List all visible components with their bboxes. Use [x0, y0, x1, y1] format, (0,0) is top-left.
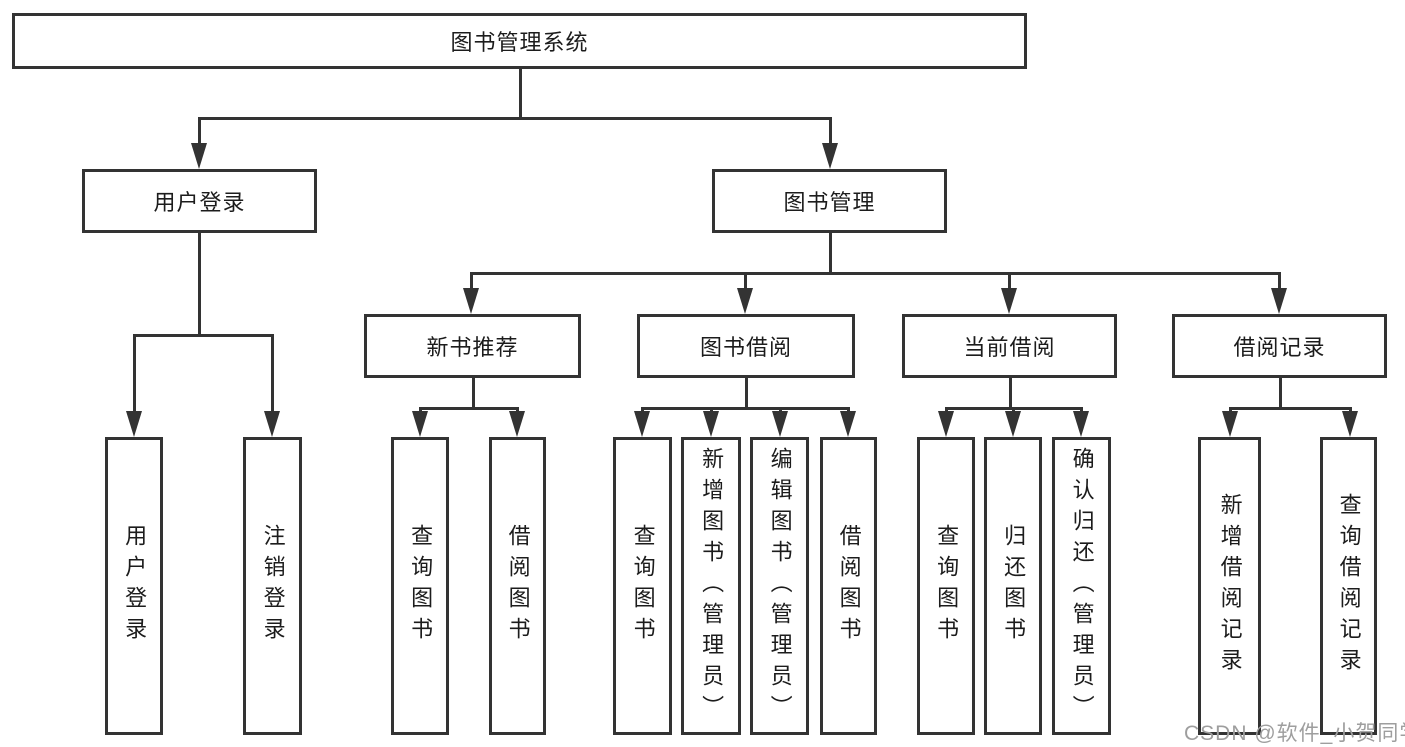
nbr-query-books-node: 查询图书: [391, 437, 449, 735]
connector-bar-line: [640, 406, 850, 410]
current-borrowing-label: 当前借阅: [963, 335, 1056, 360]
cb-return-books-label: 归还图书: [1001, 524, 1027, 648]
arrow-down-icon: [703, 411, 719, 437]
new-book-recommend-node: 新书推荐: [364, 314, 581, 378]
connector-drop-line: [828, 233, 832, 273]
br-query-records-label: 查询借阅记录: [1336, 493, 1362, 679]
bb-edit-books-label: 编辑图书（管理员）: [767, 446, 793, 726]
arrow-down-icon: [822, 143, 838, 169]
logout-action-node: 注销登录: [243, 437, 302, 735]
connector-arrow-stem: [828, 118, 832, 147]
arrow-down-icon: [509, 411, 525, 437]
cb-query-books-label: 查询图书: [934, 524, 960, 648]
connector-drop-line: [518, 69, 522, 118]
borrowing-records-node: 借阅记录: [1172, 314, 1387, 378]
cb-return-books-node: 归还图书: [984, 437, 1042, 735]
current-borrowing-node: 当前借阅: [902, 314, 1117, 378]
connector-bar-line: [132, 333, 274, 337]
nbr-query-books-label: 查询图书: [408, 524, 434, 648]
arrow-down-icon: [264, 411, 280, 437]
book-management-node: 图书管理: [712, 169, 947, 233]
root-node: 图书管理系统: [12, 13, 1027, 69]
connector-arrow-stem: [197, 118, 201, 147]
cb-confirm-return-node: 确认归还（管理员）: [1052, 437, 1111, 735]
connector-drop-line: [1278, 378, 1282, 408]
arrow-down-icon: [191, 143, 207, 169]
arrow-down-icon: [840, 411, 856, 437]
bb-borrow-books-label: 借阅图书: [836, 524, 862, 648]
bb-edit-books-node: 编辑图书（管理员）: [750, 437, 809, 735]
connector-arrow-stem: [132, 335, 136, 415]
br-query-records-node: 查询借阅记录: [1320, 437, 1377, 735]
arrow-down-icon: [938, 411, 954, 437]
user-login-node: 用户登录: [82, 169, 317, 233]
connector-bar-line: [197, 116, 832, 120]
connector-arrow-stem: [743, 273, 747, 292]
br-add-records-node: 新增借阅记录: [1198, 437, 1261, 735]
connector-arrow-stem: [469, 273, 473, 292]
arrow-down-icon: [463, 288, 479, 314]
connector-drop-line: [197, 233, 201, 335]
connector-drop-line: [1008, 378, 1012, 408]
arrow-down-icon: [1222, 411, 1238, 437]
book-borrowing-node: 图书借阅: [637, 314, 855, 378]
borrowing-records-label: 借阅记录: [1233, 335, 1326, 360]
connector-bar-line: [1228, 406, 1352, 410]
watermark: CSDN @软件_小贺同学: [1184, 722, 1405, 745]
connector-bar-line: [469, 271, 1281, 275]
connector-arrow-stem: [1007, 273, 1011, 292]
connector-arrow-stem: [270, 335, 274, 415]
connector-arrow-stem: [1277, 273, 1281, 292]
arrow-down-icon: [772, 411, 788, 437]
cb-query-books-node: 查询图书: [917, 437, 975, 735]
new-book-recommend-label: 新书推荐: [426, 335, 519, 360]
nbr-borrow-books-node: 借阅图书: [489, 437, 546, 735]
login-action-label: 用户登录: [122, 524, 148, 648]
arrow-down-icon: [1073, 411, 1089, 437]
br-add-records-label: 新增借阅记录: [1217, 493, 1243, 679]
connector-drop-line: [744, 378, 748, 408]
bb-add-books-label: 新增图书（管理员）: [699, 446, 725, 726]
connector-bar-line: [418, 406, 519, 410]
arrow-down-icon: [1271, 288, 1287, 314]
bb-borrow-books-node: 借阅图书: [820, 437, 877, 735]
book-management-label: 图书管理: [783, 190, 876, 215]
arrow-down-icon: [1342, 411, 1358, 437]
root-label: 图书管理系统: [450, 30, 589, 55]
arrow-down-icon: [737, 288, 753, 314]
arrow-down-icon: [126, 411, 142, 437]
bb-query-books-label: 查询图书: [630, 524, 656, 648]
arrow-down-icon: [1001, 288, 1017, 314]
arrow-down-icon: [412, 411, 428, 437]
nbr-borrow-books-label: 借阅图书: [505, 524, 531, 648]
logout-action-label: 注销登录: [260, 524, 286, 648]
login-action-node: 用户登录: [105, 437, 163, 735]
user-login-label: 用户登录: [153, 190, 246, 215]
arrow-down-icon: [1005, 411, 1021, 437]
bb-add-books-node: 新增图书（管理员）: [681, 437, 741, 735]
book-borrowing-label: 图书借阅: [699, 335, 792, 360]
cb-confirm-return-label: 确认归还（管理员）: [1069, 446, 1095, 726]
bb-query-books-node: 查询图书: [613, 437, 672, 735]
arrow-down-icon: [634, 411, 650, 437]
connector-drop-line: [471, 378, 475, 408]
